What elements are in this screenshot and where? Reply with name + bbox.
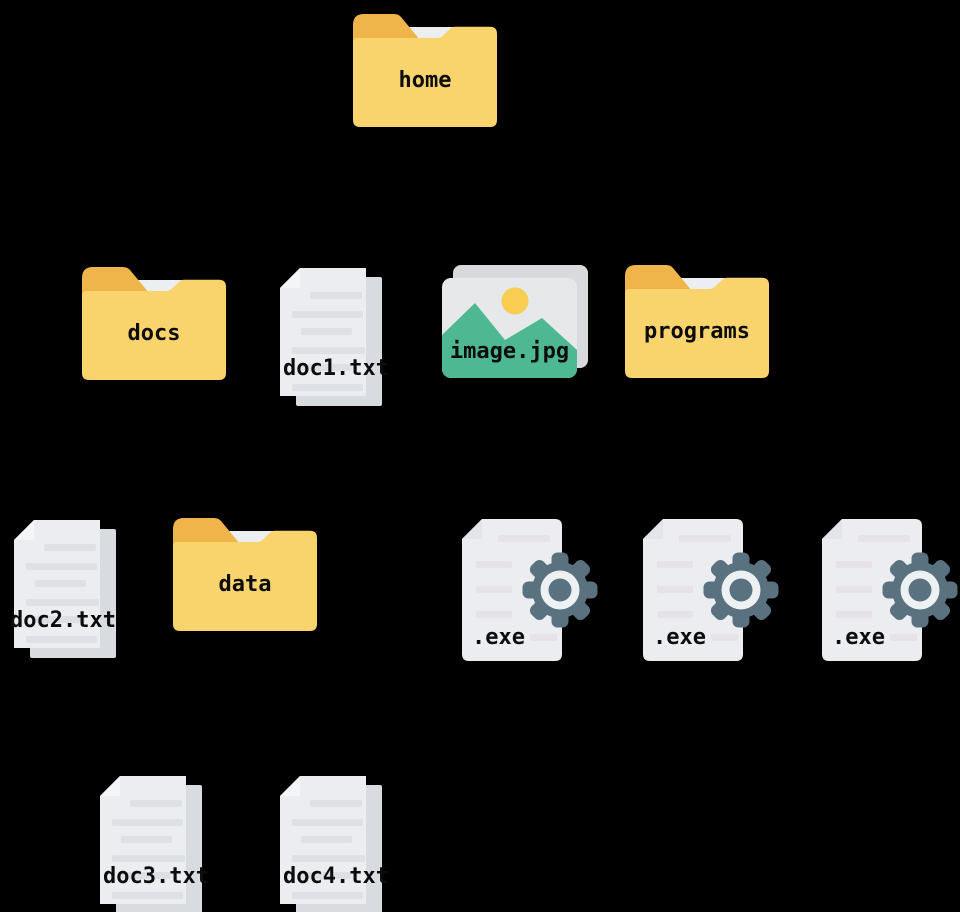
file-exe-3-label: .exe xyxy=(832,625,885,650)
file-doc3-label: doc3.txt xyxy=(103,864,209,889)
file-doc4-label: doc4.txt xyxy=(283,864,389,889)
text-file-icon xyxy=(14,520,118,660)
file-image-label: image.jpg xyxy=(449,339,570,364)
folder-home: home xyxy=(353,14,497,127)
folder-data-label: data xyxy=(218,572,272,597)
file-doc3-txt: doc3.txt xyxy=(100,776,209,912)
folder-docs-label: docs xyxy=(127,321,181,346)
file-exe-2-label: .exe xyxy=(653,625,706,650)
file-exe-1-label: .exe xyxy=(472,625,525,650)
file-exe-3: .exe xyxy=(822,519,960,661)
text-file-icon xyxy=(100,776,204,912)
folder-programs: programs xyxy=(625,265,769,378)
file-doc4-txt: doc4.txt xyxy=(280,776,389,912)
folder-data: data xyxy=(173,518,317,631)
file-doc2-txt: doc2.txt xyxy=(10,520,118,660)
file-exe-2: .exe xyxy=(643,519,783,661)
text-file-icon xyxy=(280,776,384,912)
file-image-jpg: image.jpg xyxy=(442,265,588,379)
text-file-icon xyxy=(280,268,384,408)
folder-programs-label: programs xyxy=(644,319,750,344)
folder-docs: docs xyxy=(82,267,226,380)
file-doc1-label: doc1.txt xyxy=(283,356,389,381)
file-exe-1: .exe xyxy=(462,519,602,661)
file-doc1-txt: doc1.txt xyxy=(280,268,389,408)
file-doc2-label: doc2.txt xyxy=(10,608,116,633)
folder-home-label: home xyxy=(398,68,452,93)
